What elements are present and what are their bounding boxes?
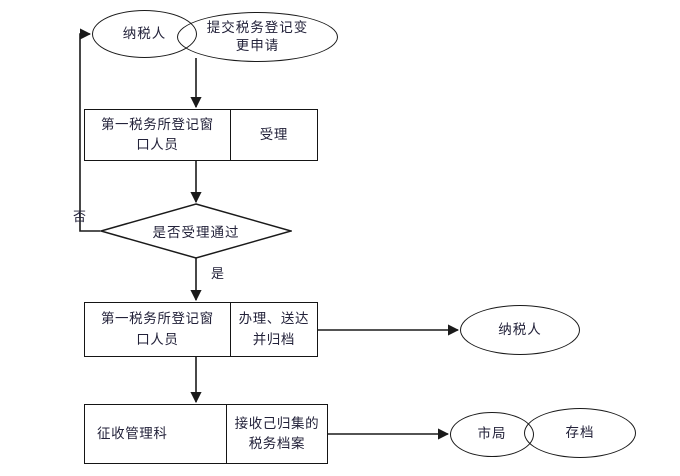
node-city-bureau[interactable]: 市局 (450, 412, 534, 457)
node-decision-accept-label: 是否受理通过 (152, 225, 240, 241)
node-window1-role-label: 第一税务所登记窗 口人员 (100, 116, 214, 153)
node-collection-role-cell: 征收管理科 (85, 405, 226, 463)
node-window2-box[interactable]: 第一税务所登记窗 口人员 办理、送达 并归档 (84, 302, 318, 357)
node-collection-role-label: 征收管理科 (97, 425, 168, 442)
node-taxpayer-end[interactable]: 纳税人 (460, 305, 580, 355)
node-window2-action-cell: 办理、送达 并归档 (229, 303, 317, 356)
node-submit-request-label: 提交税务登记变 更申请 (206, 19, 309, 54)
node-collection-box[interactable]: 征收管理科 接收己归集的 税务档案 (84, 404, 328, 464)
node-archive-label: 存档 (565, 424, 595, 441)
node-taxpayer-start-label: 纳税人 (122, 25, 167, 42)
node-archive[interactable]: 存档 (524, 408, 636, 458)
node-decision-accept[interactable]: 是否受理通过 (100, 203, 292, 259)
node-window1-role-cell: 第一税务所登记窗 口人员 (85, 110, 230, 160)
node-window1-action-cell: 受理 (229, 110, 317, 160)
node-collection-action-cell: 接收己归集的 税务档案 (225, 405, 327, 463)
node-window2-role-cell: 第一税务所登记窗 口人员 (85, 303, 230, 356)
node-submit-request[interactable]: 提交税务登记变 更申请 (177, 12, 338, 62)
node-collection-action-label: 接收己归集的 税务档案 (234, 415, 320, 452)
node-window1-box[interactable]: 第一税务所登记窗 口人员 受理 (84, 109, 318, 161)
edge-decision-no-feedback (79, 28, 100, 232)
edge-label-no: 否 (73, 210, 87, 225)
node-window2-action-label: 办理、送达 并归档 (238, 311, 310, 348)
node-window1-action-label: 受理 (259, 126, 288, 143)
node-window2-role-label: 第一税务所登记窗 口人员 (100, 311, 214, 348)
node-city-bureau-label: 市局 (477, 426, 507, 443)
node-taxpayer-end-label: 纳税人 (498, 321, 542, 338)
edge-label-yes: 是 (211, 267, 225, 282)
